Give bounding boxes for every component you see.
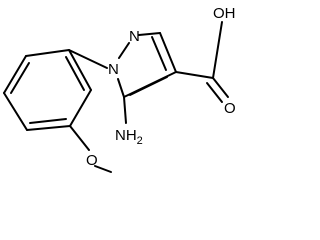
atom-label-n1: N [108,61,119,78]
bond-o-ch3 [94,165,112,173]
bond-n1-phenyl [68,49,108,69]
bond-cooh-oh [212,21,223,79]
amine-subscript: 2 [137,135,143,147]
bond-ar-3-4 [3,92,28,131]
bond-ar-inner-3 [65,56,85,91]
bond-n2-c3 [138,32,161,36]
atom-label-amine: NH2 [115,127,143,147]
bond-n1-n2 [118,42,130,59]
bond-c3-c4-double [151,36,167,71]
bond-ar-2-3 [3,55,27,94]
structure-canvas: N N OH O NH2 O [3,5,236,173]
bond-ar-6-1 [68,49,92,91]
bond-c5-n1 [117,78,125,98]
bond-ar-inner-2 [29,118,67,124]
amine-nh: NH [115,127,137,144]
bond-c3-c4-single [159,32,177,73]
bond-ar-o [69,125,90,151]
bond-ar-1-2 [25,49,70,57]
bond-c5-nh2 [123,96,127,124]
bond-ar-5-6 [69,89,92,127]
atom-label-n2: N [129,28,140,45]
bond-cooh-o-b [206,82,223,103]
bond-ar-4-5 [26,125,71,131]
bond-ar-inner-1 [10,62,30,94]
bond-c4-c5-double [129,76,168,96]
atom-label-carbonyl-o: O [224,100,236,117]
atom-label-oh: OH [213,5,236,22]
bond-cooh-o-a [212,77,229,98]
bond-c4-cooh [175,71,214,79]
atom-label-ether-o: O [86,152,98,169]
molecule-diagram: N N OH O NH2 O [3,5,236,173]
